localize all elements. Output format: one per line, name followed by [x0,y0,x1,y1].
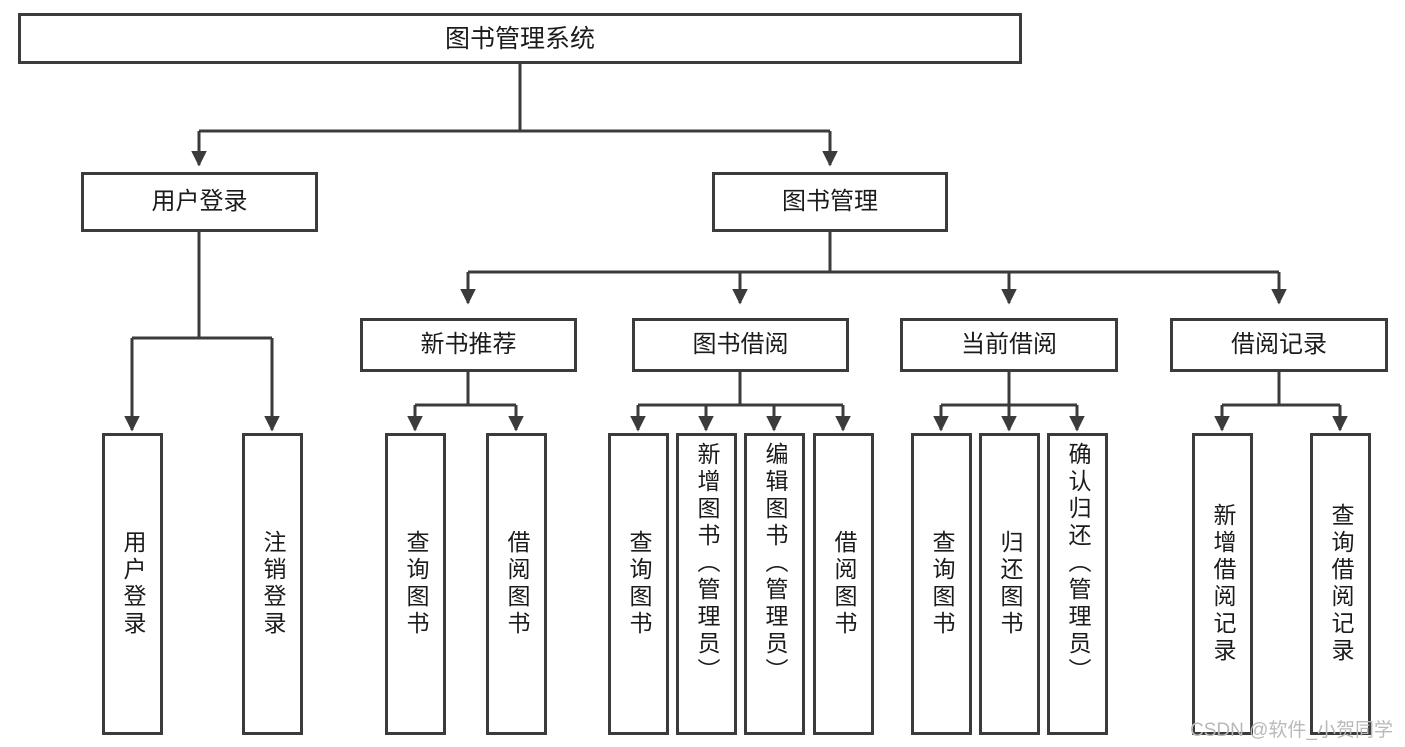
node-current-borrow[interactable]: 当前借阅 [900,318,1118,372]
leaf-user-login-login[interactable]: 用户登录 [102,433,163,735]
leaf-current-confirm-return-admin[interactable]: 确认归还（管理员） [1047,433,1108,735]
leaf-current-query-book[interactable]: 查询图书 [911,433,972,735]
node-label: 查询借阅记录 [1328,503,1354,665]
node-root-system[interactable]: 图书管理系统 [18,13,1022,64]
node-book-management[interactable]: 图书管理 [712,172,948,232]
csdn-watermark: CSDN @软件_小贺同学 [1190,720,1393,741]
node-label: 图书借阅 [692,330,789,358]
node-label: 新书推荐 [420,330,517,358]
leaf-record-query-record[interactable]: 查询借阅记录 [1310,433,1371,735]
node-label: 新增图书（管理员） [694,442,720,685]
node-label: 图书管理 [782,187,878,215]
leaf-borrow-add-book-admin[interactable]: 新增图书（管理员） [676,433,737,735]
leaf-borrow-borrow-book[interactable]: 借阅图书 [813,433,874,735]
node-borrow-record[interactable]: 借阅记录 [1170,318,1388,372]
node-label: 借阅图书 [831,530,857,638]
node-label: 用户登录 [120,530,146,638]
node-label: 归还图书 [997,530,1023,638]
leaf-user-login-logout[interactable]: 注销登录 [242,433,303,735]
leaf-recommend-borrow-book[interactable]: 借阅图书 [486,433,547,735]
leaf-borrow-query-book[interactable]: 查询图书 [608,433,669,735]
node-new-book-recommend[interactable]: 新书推荐 [360,318,577,372]
node-label: 查询图书 [929,530,955,638]
node-label: 借阅图书 [504,530,530,638]
node-book-borrow[interactable]: 图书借阅 [632,318,849,372]
node-label: 借阅记录 [1231,330,1327,358]
node-label: 用户登录 [151,187,248,215]
node-label: 当前借阅 [961,330,1057,358]
leaf-current-return-book[interactable]: 归还图书 [979,433,1040,735]
node-label: 确认归还（管理员） [1065,442,1091,685]
node-label: 新增借阅记录 [1210,503,1236,665]
leaf-borrow-edit-book-admin[interactable]: 编辑图书（管理员） [744,433,805,735]
node-label: 查询图书 [626,530,652,638]
node-label: 查询图书 [403,530,429,638]
leaf-recommend-query-book[interactable]: 查询图书 [385,433,446,735]
node-user-login[interactable]: 用户登录 [81,172,318,232]
leaf-record-add-record[interactable]: 新增借阅记录 [1192,433,1253,735]
node-label: 图书管理系统 [444,24,595,53]
node-label: 编辑图书（管理员） [762,442,788,685]
node-label: 注销登录 [260,530,286,638]
